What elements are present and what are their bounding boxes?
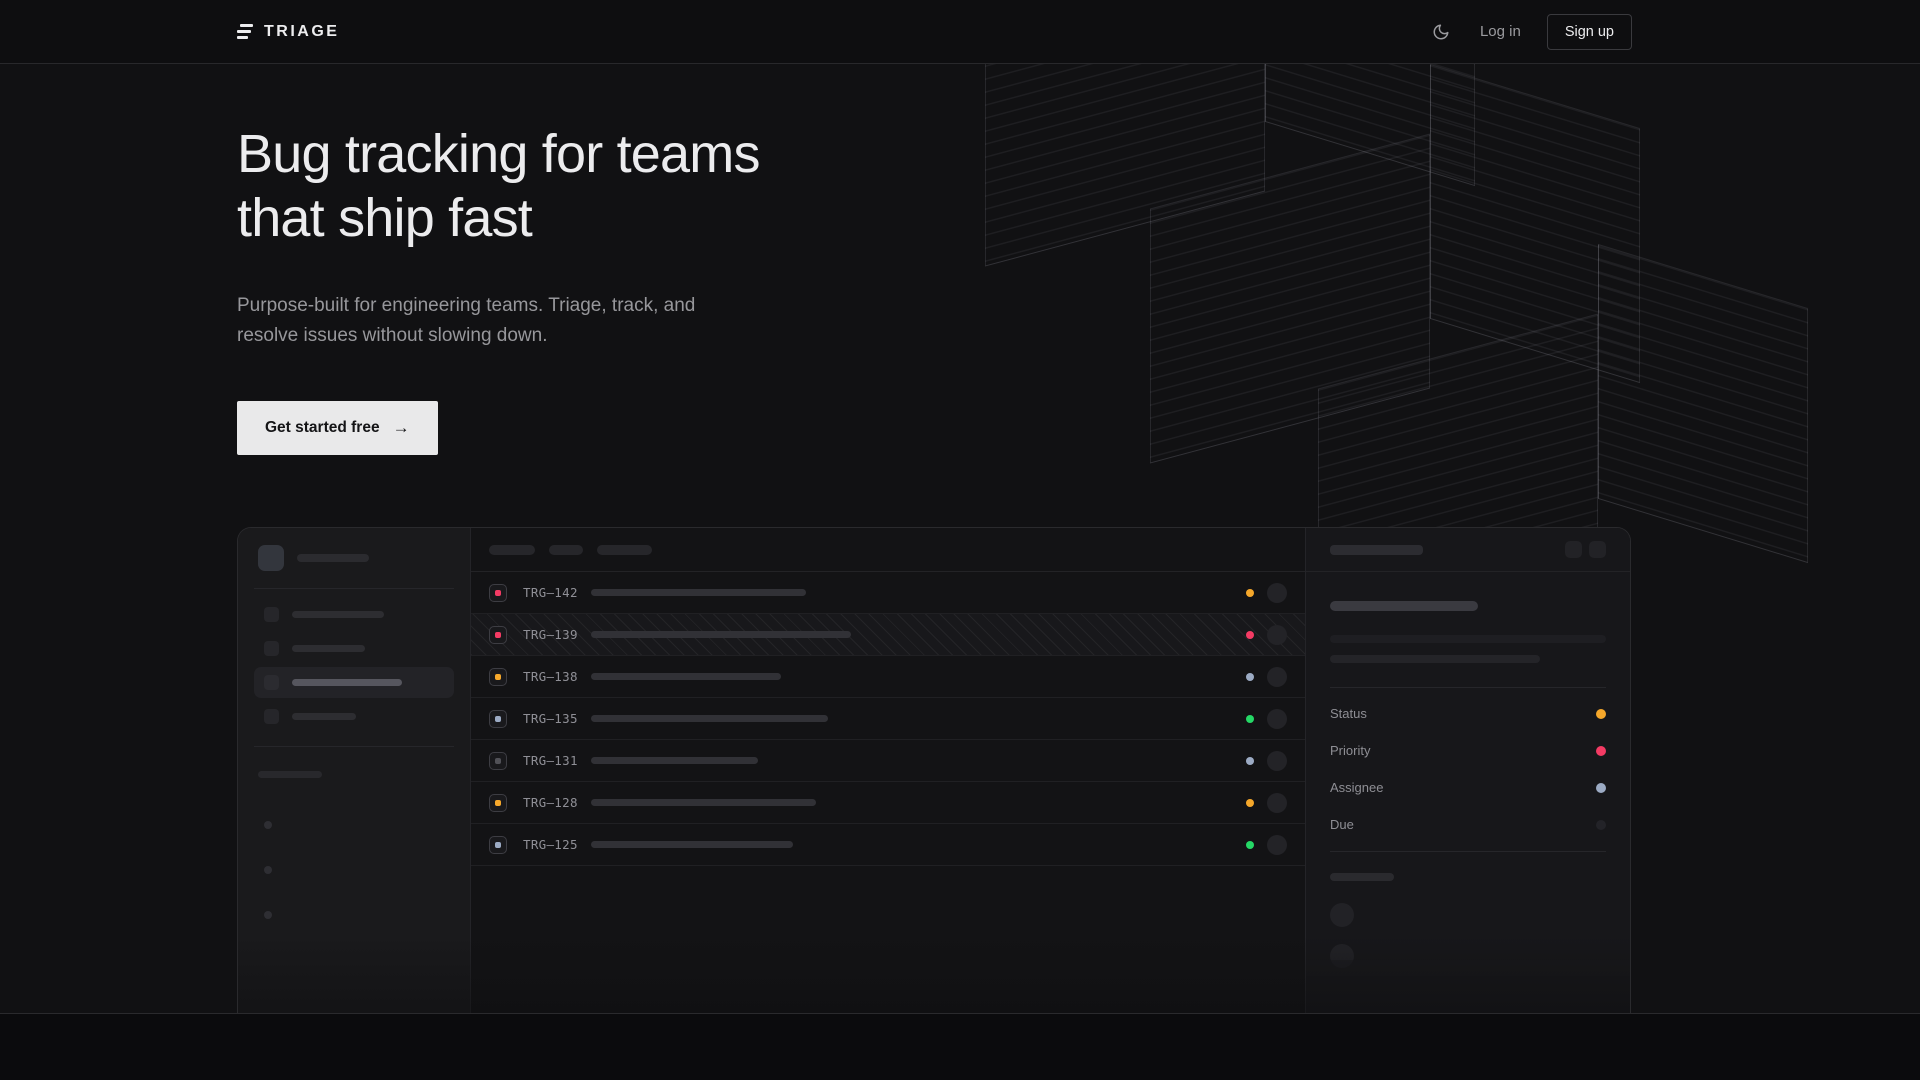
issue-type-icon <box>489 709 507 728</box>
sidebar-section-skeleton <box>258 771 322 778</box>
detail-field-label: Assignee <box>1330 780 1384 795</box>
issue-row: TRG–142 <box>471 572 1305 614</box>
issue-id: TRG–128 <box>523 795 578 810</box>
detail-field-dot <box>1596 819 1606 830</box>
detail-field-row: Priority <box>1330 732 1606 769</box>
issue-title-skeleton <box>590 757 758 764</box>
issue-type-icon <box>489 835 507 854</box>
footer <box>0 1013 1920 1080</box>
issue-row: TRG–135 <box>471 698 1305 740</box>
issue-status-dot <box>1246 588 1254 597</box>
hero-subheading: Purpose-built for engineering teams. Tri… <box>237 294 696 346</box>
issue-status-dot <box>1246 630 1254 639</box>
issue-row: TRG–139 <box>471 614 1305 656</box>
detail-field-dot <box>1596 745 1606 756</box>
issue-type-icon <box>489 751 507 770</box>
mockup-sidebar <box>238 528 471 1013</box>
issue-row: TRG–125 <box>471 824 1305 866</box>
detail-field-label: Due <box>1330 817 1354 832</box>
issue-row: TRG–128 <box>471 782 1305 824</box>
arrow-right-icon: → <box>392 418 410 438</box>
issue-status-dot <box>1246 840 1254 849</box>
detail-field-label: Status <box>1330 706 1367 721</box>
issue-status-dot <box>1246 672 1254 681</box>
brand-logo: TRIAGE <box>237 23 339 41</box>
issue-type-icon <box>489 793 507 812</box>
detail-action-button-skeleton <box>1565 541 1582 558</box>
comment-avatar-skeleton <box>1330 903 1354 927</box>
detail-field-label: Priority <box>1330 743 1371 758</box>
issue-avatar-skeleton <box>1267 582 1287 603</box>
login-link[interactable]: Log in <box>1479 23 1521 40</box>
issue-title-skeleton <box>590 673 781 680</box>
issue-avatar-skeleton <box>1267 834 1287 855</box>
workspace-switcher-skeleton <box>254 545 454 571</box>
sidebar-nav-skeleton <box>254 633 454 664</box>
detail-description-skeleton <box>1330 655 1540 663</box>
detail-field-row: Assignee <box>1330 769 1606 806</box>
issue-status-dot <box>1246 714 1254 723</box>
issue-avatar-skeleton <box>1267 750 1287 771</box>
issue-title-skeleton <box>590 799 816 806</box>
detail-header <box>1306 528 1630 572</box>
sidebar-dot <box>254 816 454 834</box>
detail-description-skeleton <box>1330 635 1606 643</box>
moon-icon <box>1432 23 1450 41</box>
detail-field-dot <box>1596 708 1606 719</box>
triage-bars-icon <box>237 24 253 39</box>
issue-row: TRG–131 <box>471 740 1305 782</box>
issue-title-skeleton <box>590 841 793 848</box>
detail-field-dot <box>1596 782 1606 793</box>
issue-id: TRG–135 <box>523 711 578 726</box>
issue-type-icon <box>489 583 507 602</box>
issue-avatar-skeleton <box>1267 666 1287 687</box>
issue-title-skeleton <box>590 631 851 638</box>
detail-header-skeleton <box>1330 544 1423 555</box>
sidebar-nav-skeleton <box>254 701 454 732</box>
detail-section-skeleton <box>1330 873 1394 881</box>
detail-title-skeleton <box>1330 601 1478 611</box>
issue-avatar-skeleton <box>1267 708 1287 729</box>
list-filter-pill-skeleton <box>597 544 652 555</box>
issue-avatar-skeleton <box>1267 792 1287 813</box>
issue-type-icon <box>489 667 507 686</box>
theme-toggle-button[interactable] <box>1428 19 1454 45</box>
top-nav: TRIAGE Log in Sign up <box>0 0 1920 64</box>
list-filter-pill-skeleton <box>489 544 535 555</box>
issue-list-header-skeleton <box>471 528 1305 572</box>
sidebar-dot <box>254 906 454 924</box>
issue-avatar-skeleton <box>1267 624 1287 645</box>
issue-title-skeleton <box>590 715 828 722</box>
issue-status-dot <box>1246 756 1254 765</box>
signup-button[interactable]: Sign up <box>1546 13 1632 50</box>
detail-field-row: Due <box>1330 806 1606 843</box>
list-filter-pill-skeleton <box>549 544 583 555</box>
detail-field-row: Status <box>1330 695 1606 732</box>
issue-id: TRG–139 <box>523 627 578 642</box>
sidebar-nav-skeleton <box>254 599 454 630</box>
issue-row: TRG–138 <box>471 656 1305 698</box>
sidebar-dot <box>254 861 454 879</box>
issue-type-icon <box>489 625 507 644</box>
issue-id: TRG–138 <box>523 669 578 684</box>
sidebar-nav-skeleton-active <box>254 667 454 698</box>
issue-id: TRG–125 <box>523 837 578 852</box>
detail-action-button-skeleton <box>1589 541 1606 558</box>
brand-name: TRIAGE <box>264 22 340 40</box>
issue-title-skeleton <box>590 589 806 596</box>
issue-id: TRG–142 <box>523 585 578 600</box>
get-started-button[interactable]: Get started free → <box>237 401 438 456</box>
issue-status-dot <box>1246 798 1254 807</box>
issue-id: TRG–131 <box>523 753 578 768</box>
